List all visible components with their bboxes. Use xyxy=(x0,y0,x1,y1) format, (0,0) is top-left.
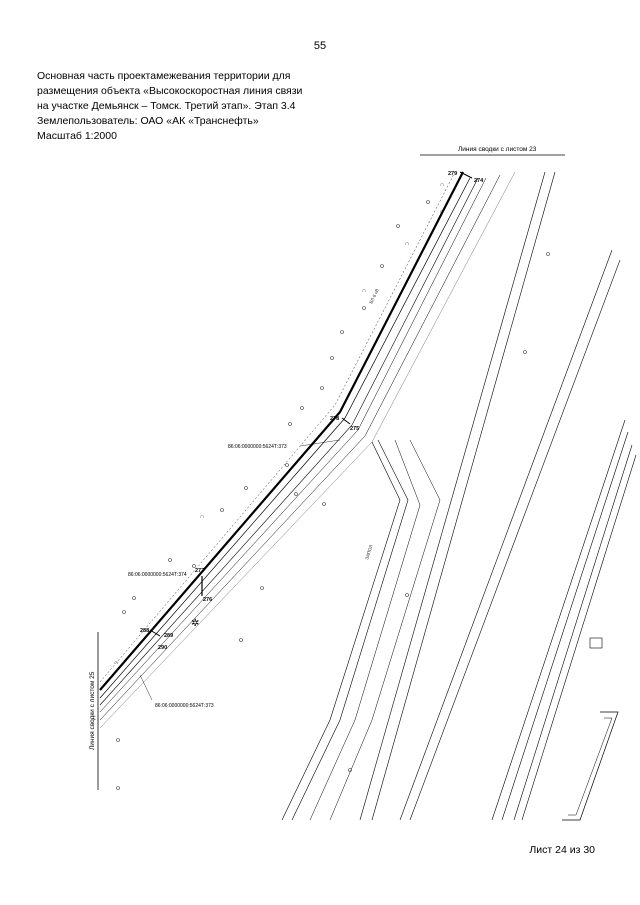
road-4 xyxy=(329,439,441,821)
point-274: 274 xyxy=(474,178,484,184)
right-line-7 xyxy=(513,444,633,821)
corridor-dashed xyxy=(99,171,456,683)
point-275: 275 xyxy=(350,426,359,432)
road-3 xyxy=(309,439,421,821)
building-outline xyxy=(562,711,619,821)
corridor-line-a xyxy=(99,177,471,699)
svg-text:∩: ∩ xyxy=(440,209,444,215)
header-line-2: размещения объекта «Высокоскоростная лин… xyxy=(37,85,303,97)
point-279: 279 xyxy=(448,171,457,177)
corridor-main-thick xyxy=(99,171,464,691)
road-1 xyxy=(281,441,401,821)
point-278: 278 xyxy=(330,416,339,422)
point-289: 289 xyxy=(164,633,173,639)
header-line-5: Масштаб 1:2000 xyxy=(37,130,117,142)
building-inner xyxy=(568,717,613,816)
svg-text:∩: ∩ xyxy=(362,288,366,294)
svg-text:∩: ∩ xyxy=(200,514,204,520)
point-tick-279 xyxy=(459,171,473,179)
page-number: 55 xyxy=(313,40,327,52)
point-tick-288 xyxy=(149,629,161,637)
point-276: 276 xyxy=(203,597,212,603)
header-line-4: Землепользователь: ОАО «АК «Транснефть» xyxy=(37,115,259,127)
right-line-2 xyxy=(371,171,556,821)
right-line-6 xyxy=(501,431,629,821)
terrain-symbols xyxy=(116,200,550,790)
cadastral-leader-1 xyxy=(299,439,341,447)
annotation-1: ВЛ 6 кВ xyxy=(368,288,379,304)
svg-text:∩: ∩ xyxy=(114,660,118,666)
right-line-1 xyxy=(359,171,546,821)
spring-symbol: ✲ xyxy=(191,618,199,629)
point-288: 288 xyxy=(140,628,149,634)
corridor-line-c xyxy=(99,177,487,713)
cadastral-label-2: 86:06:0000000:5624Т:374 xyxy=(128,572,187,578)
road-2 xyxy=(291,439,409,821)
document-header: Основная часть проектамежевания территор… xyxy=(37,69,337,144)
right-line-4 xyxy=(409,259,621,821)
tree-symbols: ∩ ∩ ∩ ∩ ∩ ∩ xyxy=(114,182,444,666)
right-line-3 xyxy=(399,249,613,821)
annotation-2: ЗАПОЛ xyxy=(364,544,373,560)
right-line-8 xyxy=(521,454,637,821)
right-line-5 xyxy=(491,419,626,821)
survey-points: 279 274 278 275 277 276 288 289 290 xyxy=(140,171,484,651)
corridor-line-b xyxy=(99,177,479,706)
point-290: 290 xyxy=(158,645,167,651)
left-link-label: Линия сводки с листом 25 xyxy=(89,671,96,750)
svg-text:∩: ∩ xyxy=(405,241,409,247)
corridor-line-d xyxy=(99,174,501,721)
cadastral-leader-3 xyxy=(139,674,153,701)
sheet-label: Лист 24 из 30 xyxy=(529,844,595,856)
point-tick-278 xyxy=(341,417,351,425)
point-277: 277 xyxy=(195,568,204,574)
header-line-1: Основная часть проектамежевания территор… xyxy=(37,70,291,82)
header-line-3: на участке Демьянск – Томск. Третий этап… xyxy=(37,100,296,112)
svg-text:∩: ∩ xyxy=(440,182,444,188)
top-link-label: Линия сводки с листом 23 xyxy=(458,146,537,153)
small-structure xyxy=(589,637,603,649)
cadastral-label-3: 86:06:0000000:5624Т:373 xyxy=(155,703,214,709)
cadastral-label-1: 86:06:0000000:5624Т:373 xyxy=(228,444,287,450)
